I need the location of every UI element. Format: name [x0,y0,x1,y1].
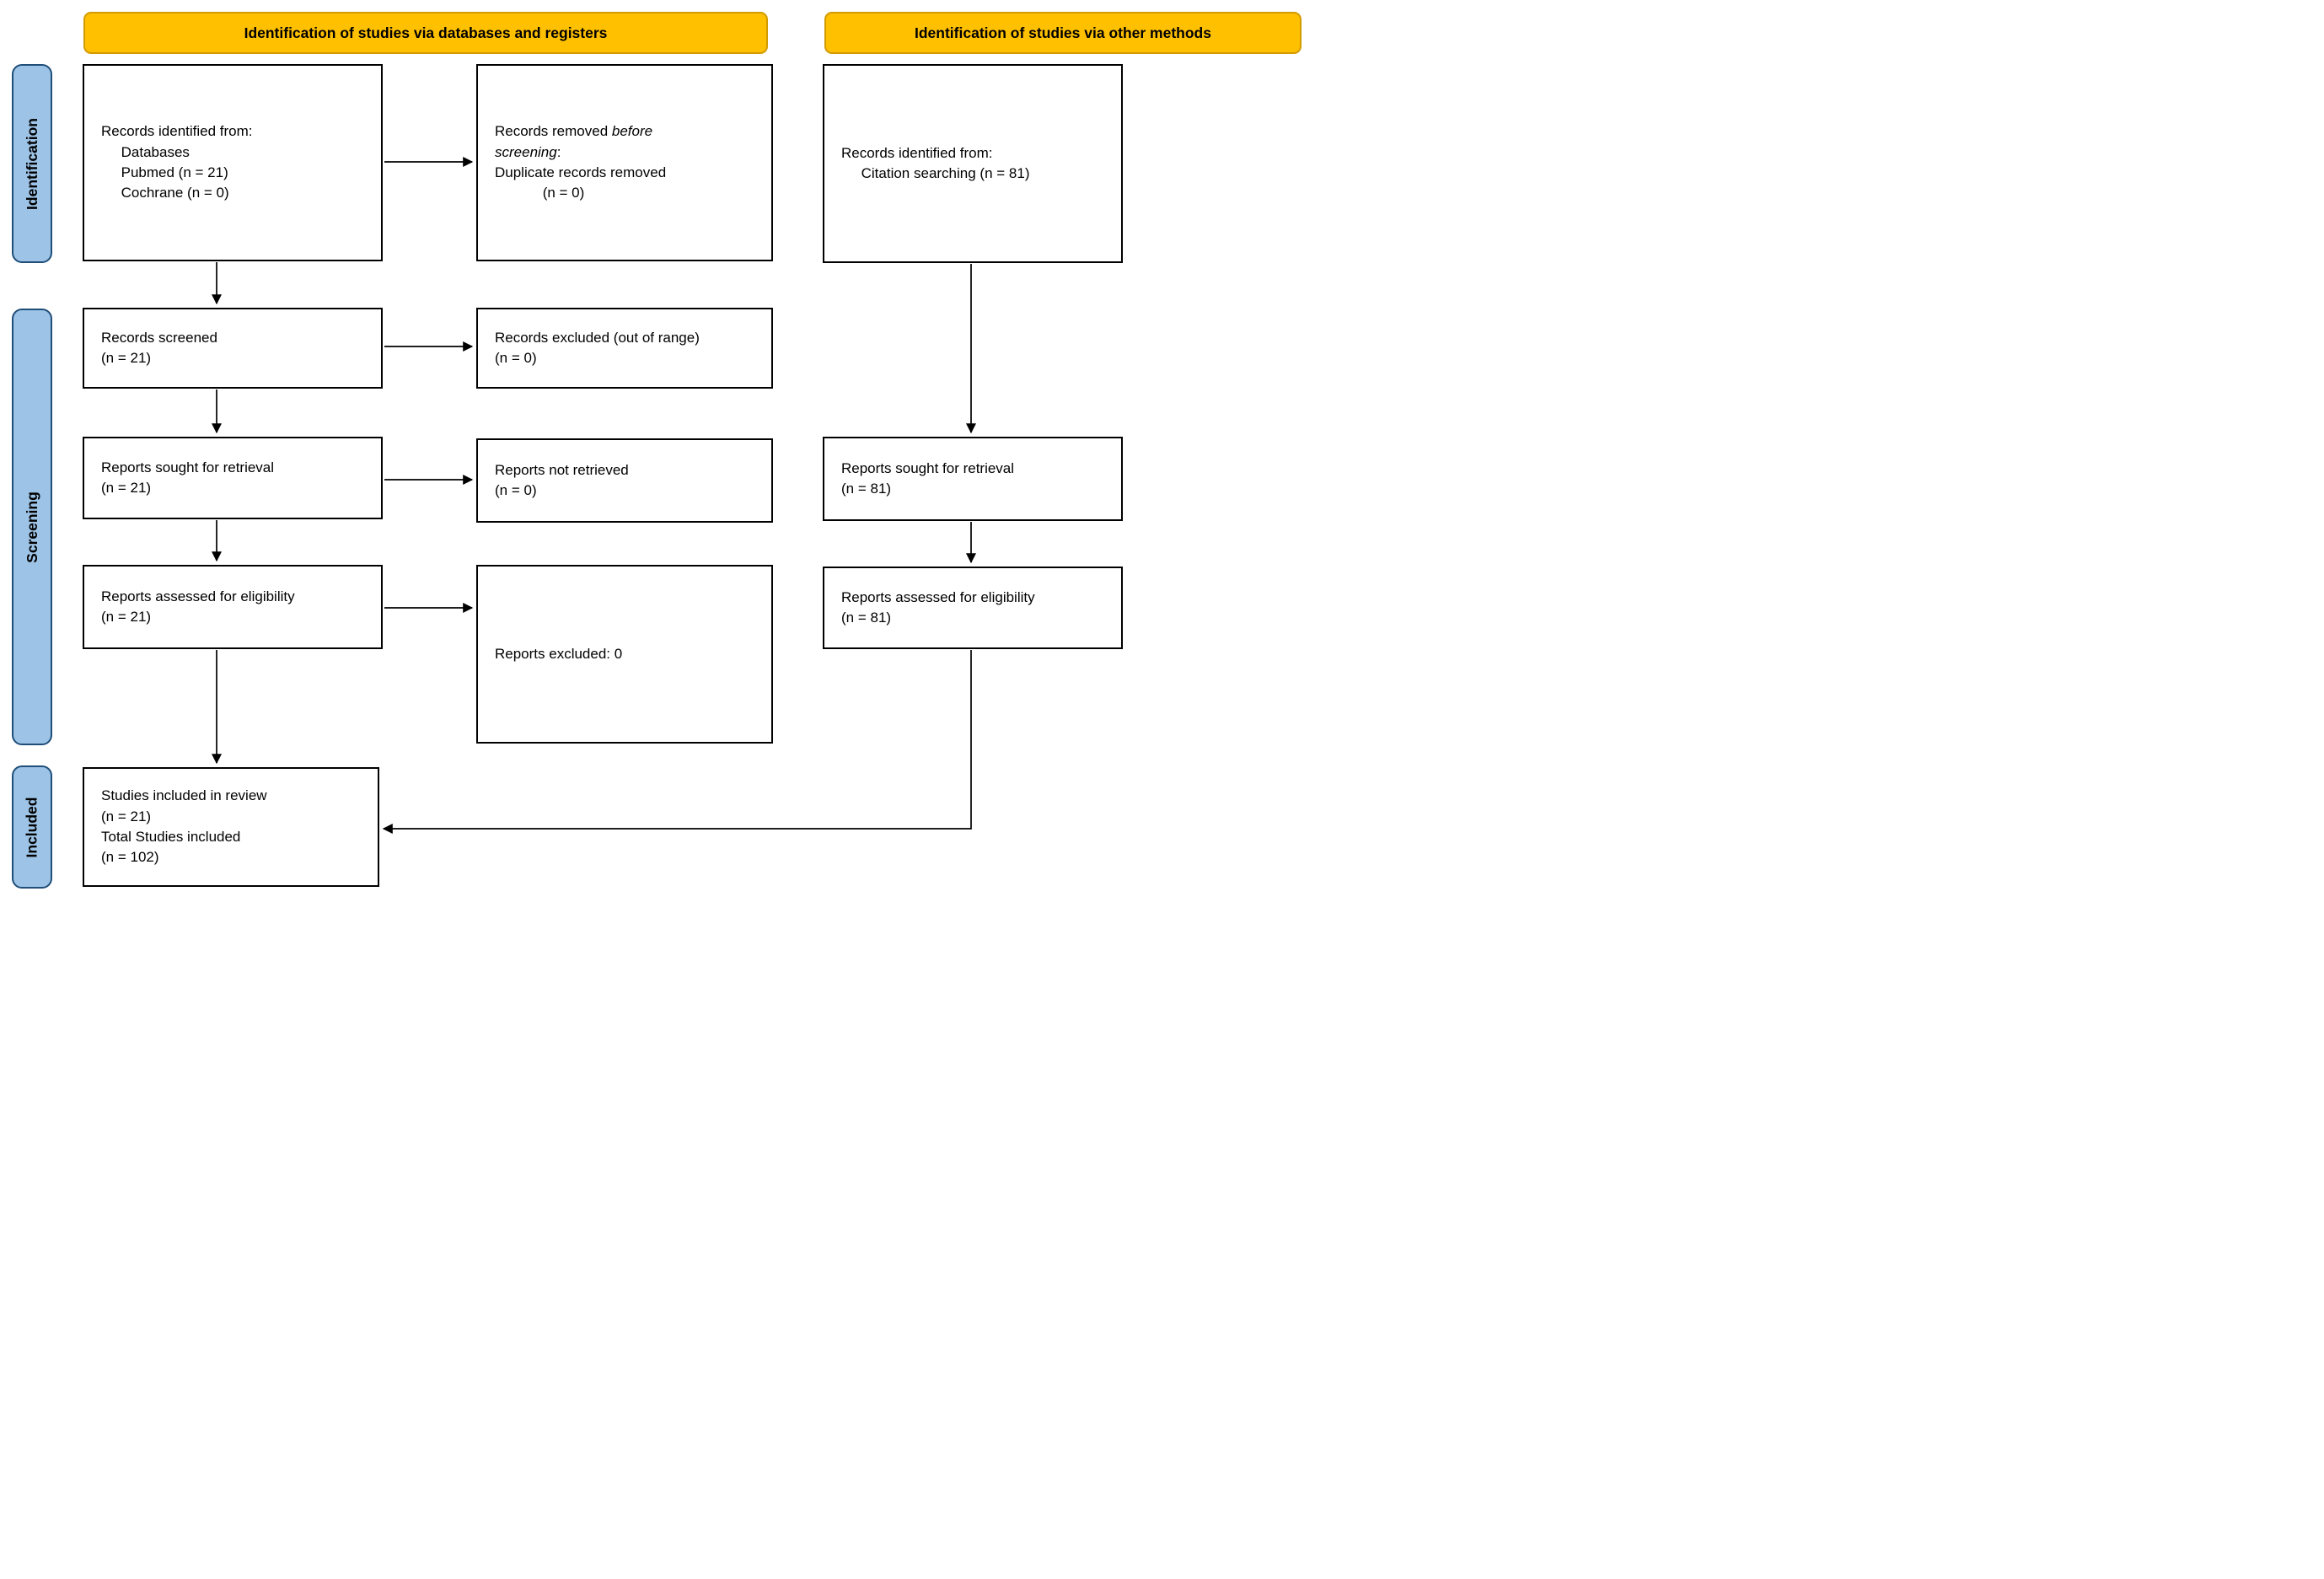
records-removed-prefix: Records removed [495,123,612,140]
reports-assessed-other-text: Reports assessed for eligibility (n = 81… [841,588,1035,626]
records-removed-rest: : Duplicate records removed (n = 0) [495,143,667,201]
records-removed-italic: before screening [495,123,653,160]
stage-screening: Screening [12,309,52,745]
reports-sought-other-text: Reports sought for retrieval (n = 81) [841,459,1015,497]
stage-included: Included [12,765,52,889]
box-reports-sought-databases: Reports sought for retrieval (n = 21) [83,437,383,519]
reports-excluded-text: Reports excluded: 0 [495,645,623,662]
stage-screening-label: Screening [23,491,40,563]
box-records-identified-citation: Records identified from: Citation search… [823,64,1123,263]
box-reports-sought-other: Reports sought for retrieval (n = 81) [823,437,1123,521]
box-records-identified-databases: Records identified from: Databases Pubme… [83,64,383,261]
studies-included-text: Studies included in review (n = 21) Tota… [101,787,267,866]
box-records-excluded: Records excluded (out of range) (n = 0) [476,308,773,389]
header-other-methods-label: Identification of studies via other meth… [915,24,1211,41]
box-records-screened: Records screened (n = 21) [83,308,383,389]
reports-not-retrieved-text: Reports not retrieved (n = 0) [495,461,629,498]
records-identified-citation-text: Records identified from: Citation search… [841,144,1030,181]
stage-identification: Identification [12,64,52,263]
reports-sought-databases-text: Reports sought for retrieval (n = 21) [101,459,275,496]
box-studies-included: Studies included in review (n = 21) Tota… [83,767,379,887]
stage-identification-label: Identification [23,117,40,210]
header-databases-registers: Identification of studies via databases … [83,12,768,54]
box-records-removed: Records removed before screening: Duplic… [476,64,773,261]
box-reports-assessed-databases: Reports assessed for eligibility (n = 21… [83,565,383,649]
stage-included-label: Included [23,797,40,857]
header-other-methods: Identification of studies via other meth… [824,12,1302,54]
records-removed-text: Records removed before screening: Duplic… [495,121,666,203]
header-databases-registers-label: Identification of studies via databases … [244,24,608,41]
prisma-flow-diagram: Identification of studies via databases … [0,0,1307,894]
records-excluded-text: Records excluded (out of range) (n = 0) [495,329,700,366]
box-reports-excluded: Reports excluded: 0 [476,565,773,744]
box-reports-not-retrieved: Reports not retrieved (n = 0) [476,438,773,523]
records-screened-text: Records screened (n = 21) [101,329,217,366]
records-identified-databases-text: Records identified from: Databases Pubme… [101,123,253,201]
reports-assessed-databases-text: Reports assessed for eligibility (n = 21… [101,588,295,625]
box-reports-assessed-other: Reports assessed for eligibility (n = 81… [823,567,1123,649]
